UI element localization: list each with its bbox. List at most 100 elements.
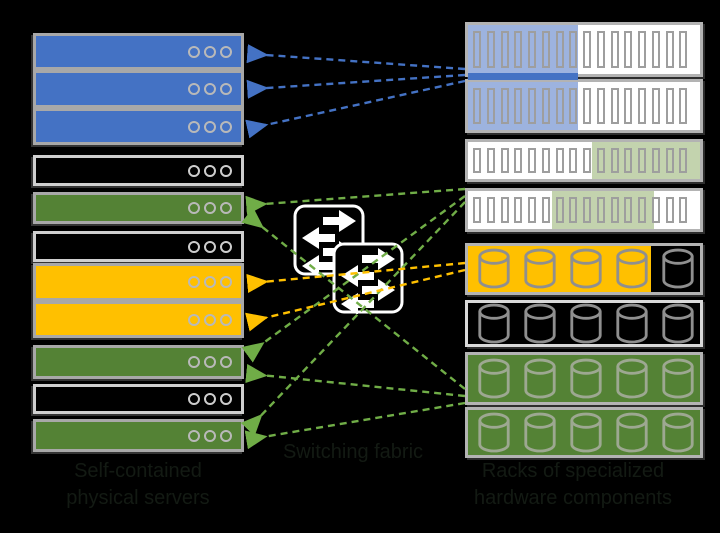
server-row-green-server-3	[33, 419, 244, 452]
blade-slot-icon	[569, 31, 578, 68]
led-dot-icon	[204, 393, 216, 405]
blade-slot-icon	[541, 88, 550, 124]
blade-slot-icon	[569, 197, 578, 223]
blade-slot-icon	[638, 88, 646, 124]
disk-cylinder-icon	[662, 303, 694, 343]
blade-slot-icon	[596, 148, 605, 173]
server-row-white-server-3	[33, 384, 244, 414]
blade-slot-icon	[555, 88, 564, 124]
led-dot-icon	[204, 164, 216, 177]
blade-slot-icon	[569, 88, 578, 124]
disk-cylinder-icon	[616, 303, 648, 343]
led-dot-icon	[220, 240, 232, 253]
blade-slot-icon	[500, 31, 509, 68]
disk-cylinder-icon	[616, 412, 648, 452]
blade-slot-icon	[500, 148, 509, 173]
blade-slot-icon	[624, 197, 633, 223]
led-dot-icon	[188, 202, 200, 214]
blade-slot-icon	[610, 88, 619, 124]
blade-slot-icon	[679, 88, 688, 124]
blade-slot-icon	[541, 197, 550, 223]
server-led-dots-icon	[188, 240, 232, 253]
blade-slot-icon	[486, 88, 495, 124]
blade-slot-icon	[555, 31, 564, 68]
disk-slot	[476, 411, 512, 460]
server-led-dots-icon	[188, 45, 232, 58]
server-row-white-server-1	[33, 155, 244, 186]
blade-slot-icon	[679, 148, 688, 173]
blade-slot-icon	[555, 148, 564, 173]
blade-slot-icon	[624, 148, 633, 173]
blade-slot-icon	[583, 88, 591, 124]
disk-slot	[568, 357, 604, 406]
disk-slot	[614, 357, 650, 406]
led-dot-icon	[220, 45, 232, 58]
led-dot-icon	[188, 429, 200, 442]
led-dot-icon	[188, 356, 200, 368]
blade-slot-icon	[665, 197, 674, 223]
disk-cylinder-icon	[478, 248, 510, 289]
led-dot-icon	[220, 164, 232, 177]
blade-slot-icon	[610, 197, 619, 223]
blade-slot-icon	[473, 88, 481, 124]
led-dot-icon	[188, 83, 200, 95]
disk-cylinder-icon	[524, 412, 556, 452]
server-led-dots-icon	[188, 429, 232, 442]
led-dot-icon	[220, 276, 232, 288]
disk-slot	[660, 247, 696, 296]
led-dot-icon	[188, 240, 200, 253]
blade-slot-icon	[583, 148, 591, 173]
blade-slot-icon	[596, 88, 605, 124]
disk-slot	[660, 302, 696, 351]
resource-rack-slot-rack-3	[465, 139, 703, 182]
led-dot-icon	[204, 120, 216, 133]
middle-caption-line1: Switching fabric	[282, 441, 424, 463]
right-column-caption: Racks of specialized hardware components	[453, 458, 693, 512]
blade-slot-icon	[528, 197, 536, 223]
disk-slot	[522, 357, 558, 406]
disk-cylinder-icon	[570, 248, 602, 289]
led-dot-icon	[204, 429, 216, 442]
disk-slot	[522, 247, 558, 296]
blade-slot-icon	[665, 88, 674, 124]
disk-cylinder-icon	[478, 358, 510, 398]
blade-slot-icon	[583, 197, 591, 223]
blade-slot-icon	[486, 148, 495, 173]
blade-slot-icon	[651, 88, 660, 124]
blade-slot-icon	[528, 148, 536, 173]
blade-slot-icon	[473, 31, 481, 68]
blade-slot-icon	[665, 31, 674, 68]
led-dot-icon	[188, 45, 200, 58]
disk-cylinder-icon	[570, 303, 602, 343]
disk-slot	[476, 357, 512, 406]
disk-slot	[614, 247, 650, 296]
led-dot-icon	[188, 313, 200, 326]
blade-slot-icon	[651, 31, 660, 68]
disk-slot	[614, 411, 650, 460]
resource-rack-disk-rack-4	[465, 407, 703, 458]
disk-cylinder-icon	[478, 412, 510, 452]
disk-cylinder-icon	[662, 248, 694, 289]
led-dot-icon	[204, 202, 216, 214]
disk-slot	[522, 302, 558, 351]
resource-rack-disk-rack-1	[465, 243, 703, 295]
server-row-yellow-server-2	[33, 301, 244, 338]
blade-slot-icon	[486, 197, 495, 223]
blade-slot-icon	[486, 31, 495, 68]
disk-cylinder-icon	[524, 358, 556, 398]
led-dot-icon	[220, 202, 232, 214]
server-led-dots-icon	[188, 313, 232, 326]
led-dot-icon	[220, 313, 232, 326]
connection-arrow-green-6	[244, 401, 466, 450]
disk-slot	[568, 411, 604, 460]
led-dot-icon	[204, 276, 216, 288]
right-caption-line1: Racks of specialized	[481, 460, 665, 482]
resource-rack-disk-rack-3	[465, 352, 703, 405]
blade-slot-icon	[473, 197, 481, 223]
server-row-green-server-2	[33, 345, 244, 379]
connection-arrow-green-1	[245, 187, 466, 215]
blade-slot-icon	[638, 148, 646, 173]
middle-caption: Switching fabric	[268, 439, 438, 466]
blade-slot-icon	[679, 31, 688, 68]
